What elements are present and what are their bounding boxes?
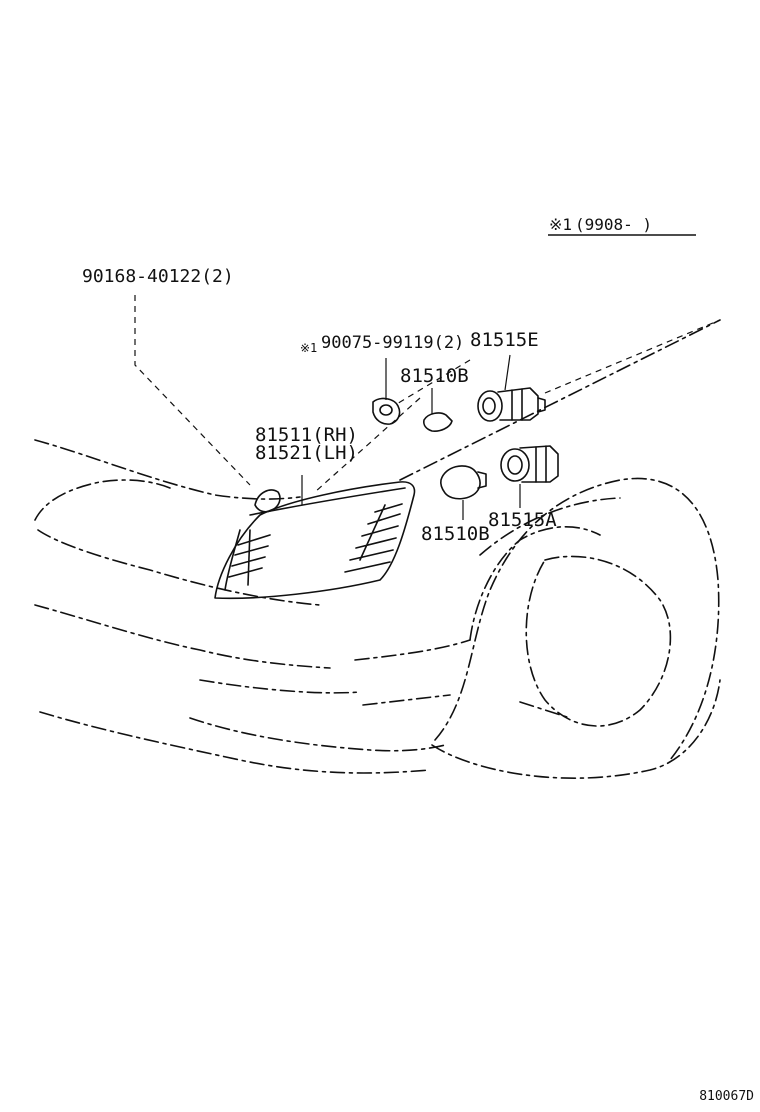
small-bulb	[423, 412, 453, 432]
car-body-outline	[34, 319, 721, 779]
label-bulb-small: 81510B	[400, 365, 469, 387]
note-mark: ※1	[549, 215, 572, 234]
label-socket-e: 81515E	[470, 329, 539, 351]
lens-pattern-left	[228, 529, 271, 586]
large-bulb	[439, 465, 487, 500]
corner-lamp	[214, 481, 416, 600]
label-bulb-large: 81510B	[421, 523, 490, 545]
drawing-number: 810067D	[699, 1089, 754, 1104]
label-socket-cover: 90075-99119(2)	[321, 333, 464, 353]
socket-a	[500, 445, 559, 483]
label-screw: 90168-40122(2)	[82, 266, 234, 287]
leader-lines	[134, 295, 721, 520]
socket-cover	[372, 397, 401, 425]
socket-e	[477, 387, 546, 422]
note-text: (9908- )	[575, 215, 652, 234]
label-lamp-lh: 81521(LH)	[255, 442, 358, 464]
label-lamp-rh: 81511(RH)	[255, 424, 358, 446]
labels: ※1 (9908- ) 90168-40122(2) ※1 90075-9911…	[82, 215, 754, 1104]
lens-pattern-right	[344, 503, 403, 573]
label-socket-a: 81515A	[488, 509, 557, 531]
label-socket-cover-mark: ※1	[300, 341, 317, 355]
